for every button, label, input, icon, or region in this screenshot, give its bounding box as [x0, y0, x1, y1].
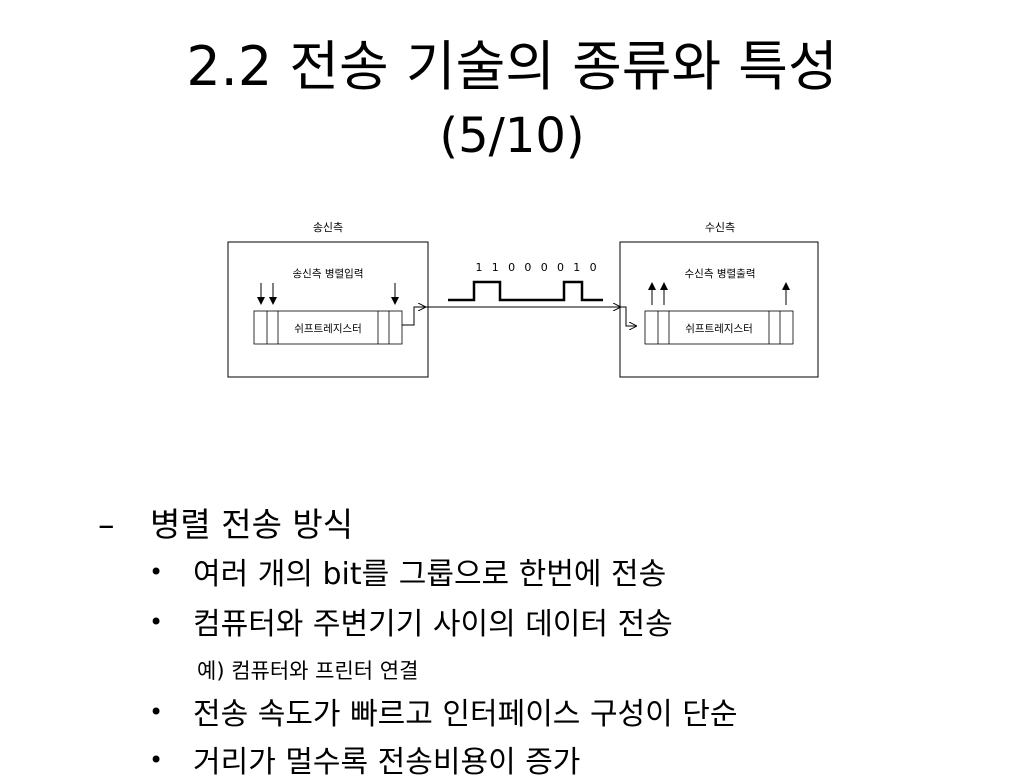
- bit-digit: 0: [590, 261, 597, 274]
- receiver-register-label: 쉬프트레지스터: [685, 323, 753, 335]
- bullet-marker: •: [149, 698, 164, 726]
- bullet-item: • 전송 속도가 빠르고 인터페이스 구성이 단순: [149, 697, 738, 732]
- sender-register-label: 쉬프트레지스터: [294, 323, 362, 335]
- sender-output-line: [402, 307, 425, 326]
- bullet-text: 여러 개의 bit를 그룹으로 한번에 전송: [193, 557, 667, 592]
- bullet-item: • 컴퓨터와 주변기기 사이의 데이터 전송: [149, 607, 673, 642]
- bullet-marker: •: [149, 608, 164, 636]
- bit-digit: 0: [508, 261, 515, 274]
- signal-waveform: [448, 280, 603, 302]
- bullet-text: 전송 속도가 빠르고 인터페이스 구성이 단순: [193, 697, 738, 732]
- receiver-box: [619, 241, 819, 378]
- heading-text: 병렬 전송 방식: [150, 505, 354, 544]
- sender-input-label: 송신측 병렬입력: [293, 267, 364, 280]
- bit-digit: 1: [573, 261, 580, 274]
- bullet-item: • 여러 개의 bit를 그룹으로 한번에 전송: [149, 557, 667, 592]
- receiver-input-line: [620, 306, 636, 326]
- bullet-marker: •: [149, 558, 164, 586]
- bit-digit: 0: [557, 261, 564, 274]
- bit-digit: 1: [492, 261, 499, 274]
- receiver-label: 수신측: [705, 221, 735, 234]
- page-subtitle: (5/10): [439, 108, 585, 164]
- dash-marker: –: [98, 505, 115, 544]
- bullet-text: 거리가 멀수록 전송비용이 증가: [193, 745, 581, 780]
- sender-shift-register: [253, 310, 403, 345]
- bullet-text: 컴퓨터와 주변기기 사이의 데이터 전송: [193, 607, 673, 642]
- page-title: 2.2 전송 기술의 종류와 특성: [186, 35, 838, 98]
- heading-item: – 병렬 전송 방식: [98, 505, 354, 544]
- receiver-output-label: 수신측 병렬출력: [685, 267, 756, 280]
- bit-digit: 1: [476, 261, 483, 274]
- bit-digit: 0: [541, 261, 548, 274]
- example-text: 예) 컴퓨터와 프린터 연결: [197, 659, 419, 683]
- receiver-shift-register: [644, 310, 794, 345]
- bullet-marker: •: [149, 746, 164, 774]
- bullet-item: • 거리가 멀수록 전송비용이 증가: [149, 745, 581, 780]
- bit-digit: 0: [524, 261, 531, 274]
- sender-box: [227, 241, 429, 378]
- sender-label: 송신측: [313, 221, 343, 234]
